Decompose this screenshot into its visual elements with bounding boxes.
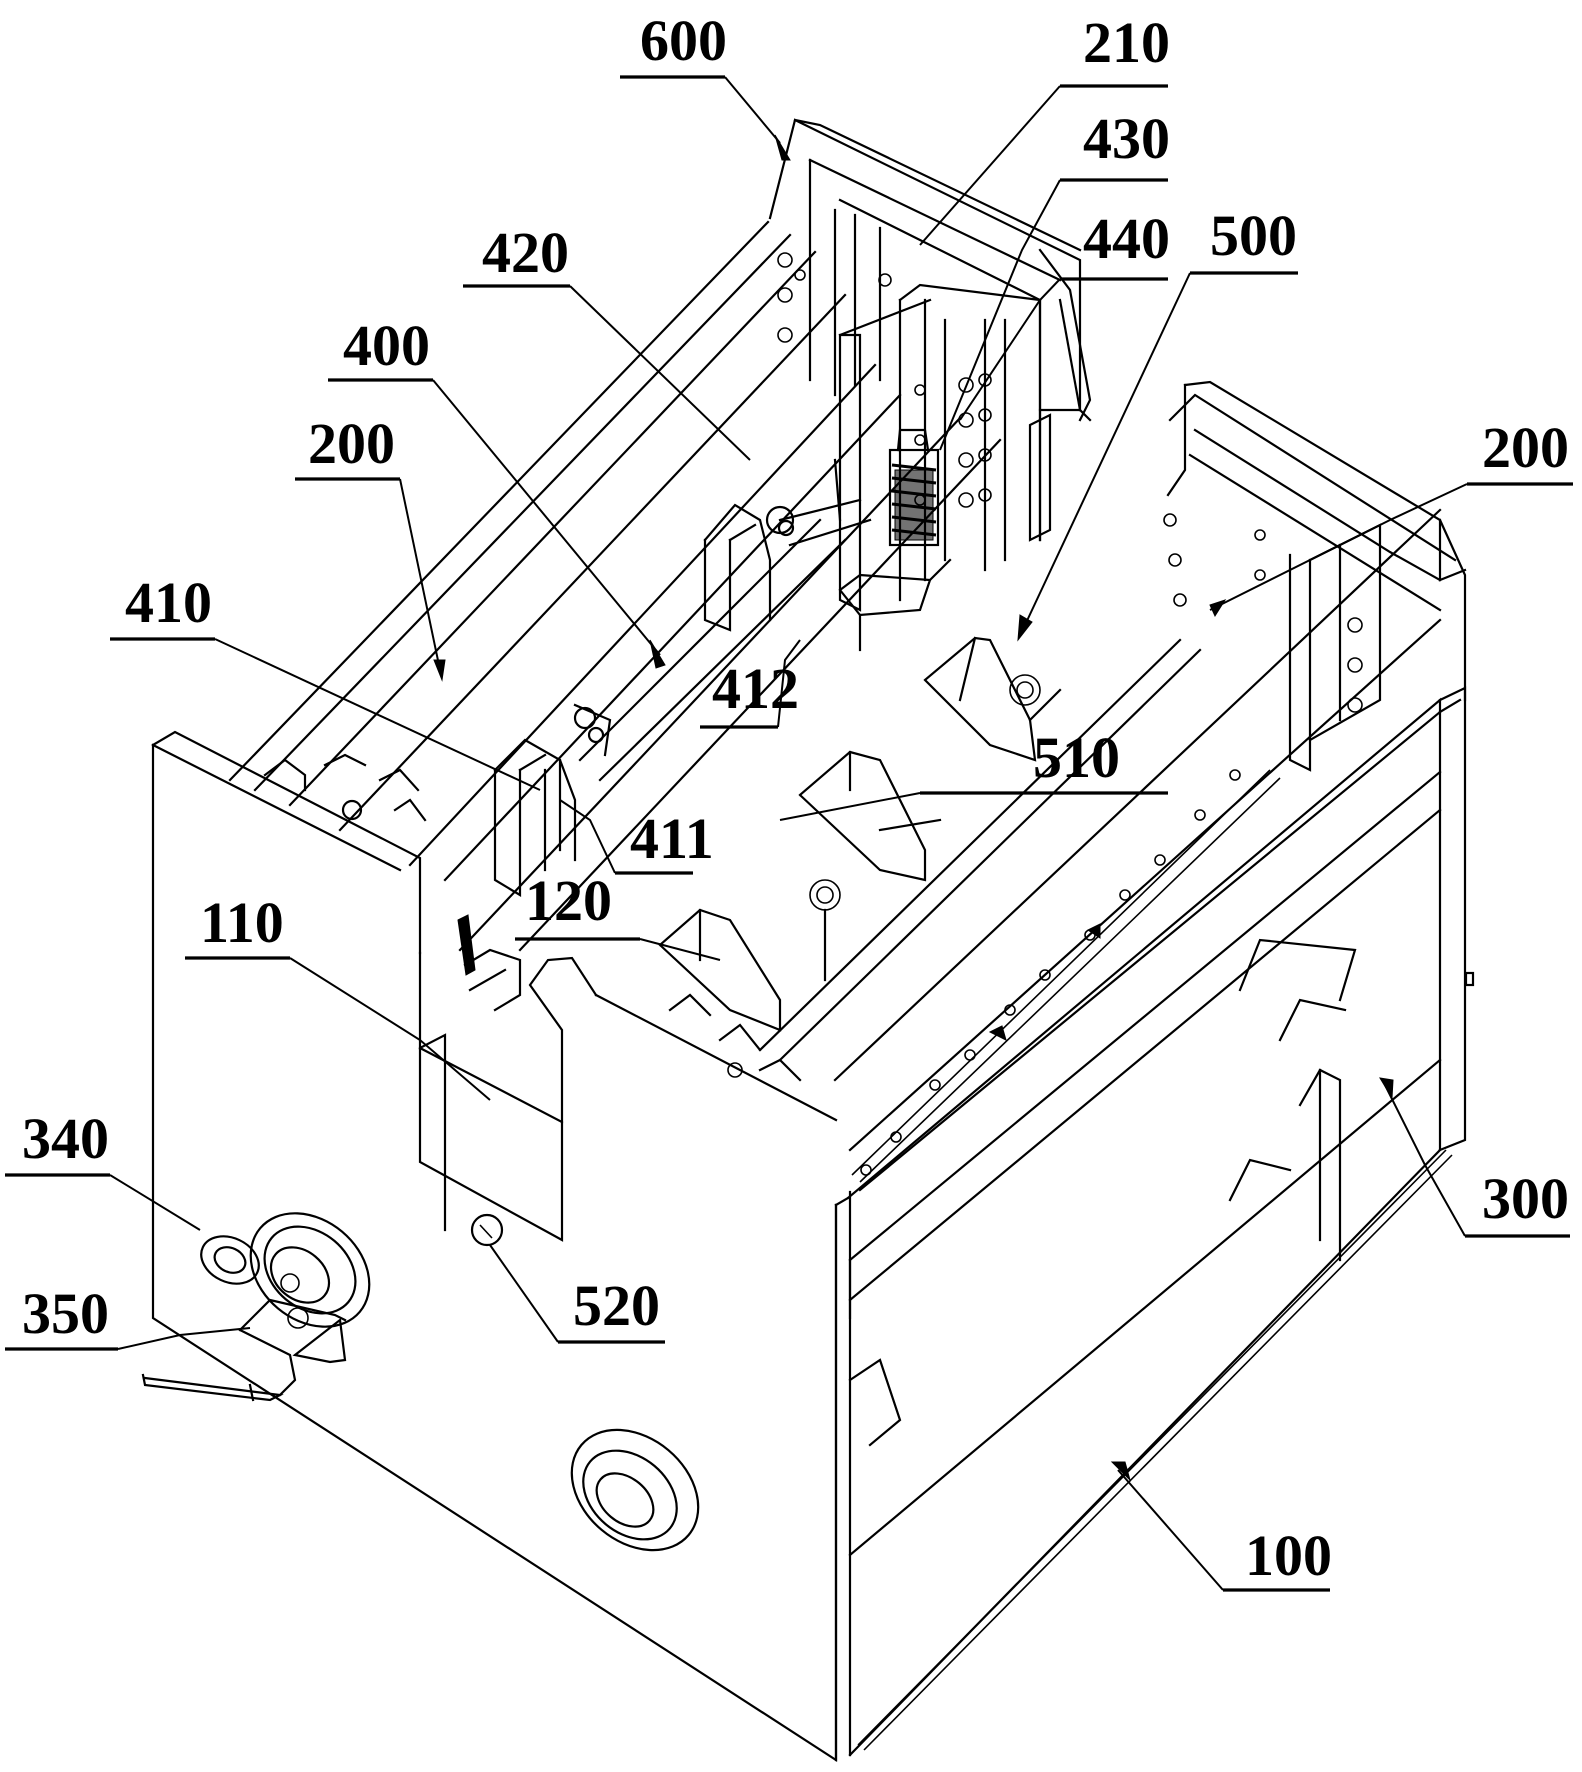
- label-340: 340: [22, 1106, 109, 1171]
- label-412: 412: [712, 656, 799, 721]
- leader-210: [920, 86, 1060, 245]
- label-520: 520: [573, 1273, 660, 1338]
- label-411: 411: [630, 806, 714, 871]
- arrow-400: [650, 640, 665, 668]
- label-210: 210: [1083, 10, 1170, 75]
- arrow-300: [1380, 1078, 1393, 1098]
- callout-100: 100: [1112, 1462, 1332, 1590]
- knob-520: [472, 1215, 502, 1245]
- callout-510: 510: [780, 725, 1168, 820]
- spring-430-coils: [892, 465, 936, 540]
- leader-300: [1385, 1085, 1465, 1236]
- label-430: 430: [1083, 106, 1170, 171]
- label-600: 600: [640, 8, 727, 73]
- pulley-340-350: [143, 1190, 392, 1400]
- callouts: 600 210 430 440 500: [5, 8, 1573, 1590]
- callout-350: 350: [5, 1281, 250, 1349]
- leader-600: [725, 77, 780, 143]
- label-120: 120: [525, 868, 612, 933]
- insert-110-120: [458, 915, 520, 1010]
- leader-520: [490, 1245, 558, 1342]
- label-440: 440: [1083, 206, 1170, 271]
- callout-120: 120: [515, 868, 720, 960]
- label-350: 350: [22, 1281, 109, 1346]
- front-pulley: [548, 1405, 722, 1575]
- callout-200-left: 200: [295, 411, 445, 680]
- label-100: 100: [1245, 1523, 1332, 1588]
- label-400: 400: [343, 313, 430, 378]
- callout-520: 520: [490, 1245, 665, 1342]
- label-300: 300: [1482, 1166, 1569, 1231]
- leader-200-left: [400, 479, 440, 670]
- label-110: 110: [200, 890, 284, 955]
- arrow-200-right: [1210, 600, 1225, 616]
- leader-110: [290, 958, 490, 1100]
- leader-400: [433, 380, 660, 655]
- callout-200-right: 200: [1210, 415, 1573, 616]
- leader-100: [1118, 1470, 1223, 1590]
- leader-440: [960, 279, 1060, 420]
- callout-411: 411: [560, 800, 714, 873]
- label-200-left: 200: [308, 411, 395, 476]
- label-500: 500: [1210, 203, 1297, 268]
- callout-300: 300: [1380, 1078, 1570, 1236]
- callout-400: 400: [328, 313, 665, 668]
- callout-440: 440: [960, 206, 1170, 420]
- leader-411: [560, 800, 615, 873]
- label-420: 420: [482, 220, 569, 285]
- leader-120: [640, 939, 720, 960]
- arrow-500: [1018, 615, 1032, 640]
- callout-340: 340: [5, 1106, 200, 1230]
- label-510: 510: [1033, 725, 1120, 790]
- label-410: 410: [125, 570, 212, 635]
- callout-412: 412: [700, 640, 800, 727]
- leader-340: [110, 1175, 200, 1230]
- label-200-right: 200: [1482, 415, 1569, 480]
- callout-600: 600: [620, 8, 790, 160]
- arrow-200-left: [434, 660, 445, 680]
